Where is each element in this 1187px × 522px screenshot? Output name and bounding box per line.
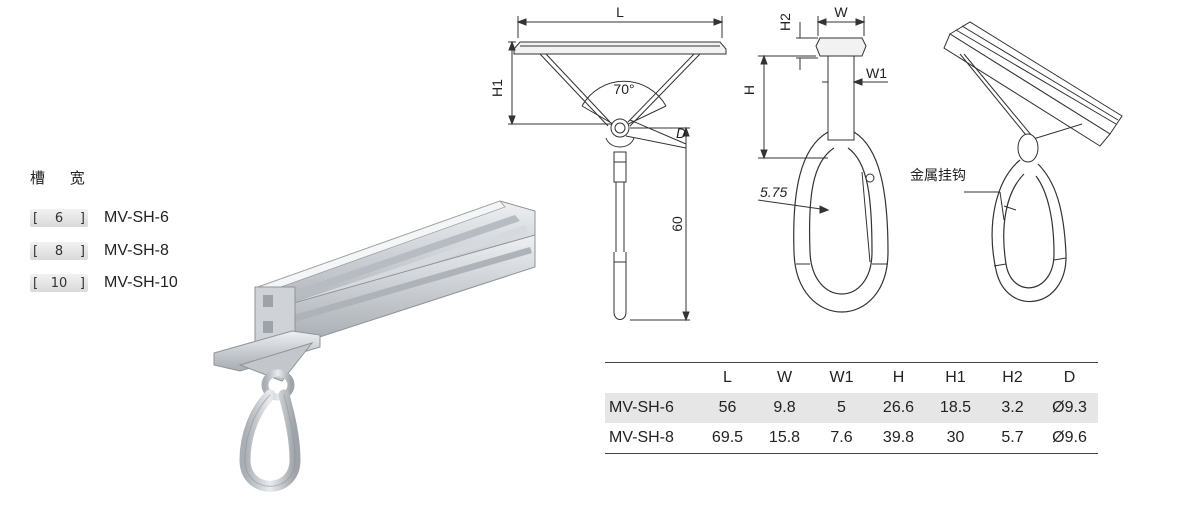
dim-d-label: D — [676, 125, 686, 141]
slot-model: MV-SH-6 — [104, 209, 169, 226]
table-cell: 26.6 — [882, 399, 915, 416]
slot-badge: [ 8 ] — [30, 242, 88, 260]
dim-h-label: H — [741, 85, 757, 95]
side-view-drawing: W H2 W1 H 5.75 — [741, 4, 889, 313]
slot-row-6: [ 6 ] MV-SH-6 — [30, 208, 169, 228]
table-cell: MV-SH-8 — [609, 429, 674, 446]
table-cell: 39.8 — [882, 429, 915, 446]
slot-row-10: [ 10 ] MV-SH-10 — [30, 273, 178, 293]
slot-size: 6 — [54, 210, 64, 226]
bracket-right: ] — [79, 210, 85, 226]
dim-angle-label: 70° — [613, 81, 634, 97]
bracket-right: ] — [79, 275, 85, 291]
spec-header-h: H — [892, 369, 905, 386]
table-cell: 56 — [718, 399, 737, 416]
table-cell: 3.2 — [1001, 399, 1024, 416]
slot-size: 8 — [54, 243, 64, 259]
table-cell: Ø9.6 — [1052, 429, 1087, 446]
bracket-right: ] — [79, 243, 85, 259]
table-cell: 18.5 — [939, 399, 972, 416]
dim-w-label: W — [834, 4, 848, 20]
dim-l-label: L — [616, 4, 624, 20]
metal-hook-callout: 金属挂钩 — [910, 168, 966, 184]
bracket-left: [ — [33, 210, 39, 226]
dim-60-label: 60 — [669, 216, 685, 232]
slot-size: 10 — [50, 275, 68, 291]
table-cell: 15.8 — [768, 429, 801, 446]
table-cell: MV-SH-6 — [609, 399, 674, 416]
table-row: MV-SH-6 56 9.8 5 26.6 18.5 3.2 Ø9.3 — [605, 393, 1098, 423]
table-cell: 9.8 — [773, 399, 796, 416]
spec-header-w: W — [776, 369, 793, 386]
table-cell: Ø9.3 — [1052, 399, 1087, 416]
dim-wire-label: 5.75 — [760, 184, 787, 200]
table-cell: 69.5 — [711, 429, 744, 446]
table-row: MV-SH-8 69.5 15.8 7.6 39.8 30 5.7 Ø9.6 — [605, 423, 1098, 454]
slot-badge: [ 6 ] — [30, 209, 88, 227]
dim-h2-label: H2 — [777, 13, 793, 31]
spec-header-h2: H2 — [1002, 369, 1023, 386]
slot-model: MV-SH-8 — [104, 242, 169, 259]
spec-header-d: D — [1063, 369, 1076, 386]
slot-row-8: [ 8 ] MV-SH-8 — [30, 241, 169, 261]
spec-header-row: L W W1 H H1 H2 D — [605, 362, 1098, 394]
table-cell: 5.7 — [1001, 429, 1024, 446]
spec-header-l: L — [723, 369, 732, 386]
table-cell: 7.6 — [830, 429, 853, 446]
front-view-drawing: L H1 70° D 60 — [489, 4, 727, 322]
slot-badge: [ 10 ] — [30, 274, 88, 292]
profile-hanger-render — [213, 200, 536, 492]
slot-model: MV-SH-10 — [104, 274, 178, 291]
bracket-left: [ — [33, 275, 39, 291]
spec-table: L W W1 H H1 H2 D MV-SH-6 56 9.8 5 26.6 1… — [605, 362, 1098, 454]
dim-h1-label: H1 — [489, 79, 505, 97]
dim-w1-label: W1 — [866, 65, 887, 81]
table-cell: 5 — [837, 399, 846, 416]
isometric-view-drawing — [943, 21, 1123, 303]
spec-header-w1: W1 — [829, 369, 854, 386]
slot-width-title: 槽 宽 — [30, 169, 95, 187]
spec-header-model — [605, 363, 699, 394]
spec-header-h1: H1 — [945, 369, 966, 386]
table-cell: 30 — [946, 429, 965, 446]
bracket-left: [ — [33, 243, 39, 259]
